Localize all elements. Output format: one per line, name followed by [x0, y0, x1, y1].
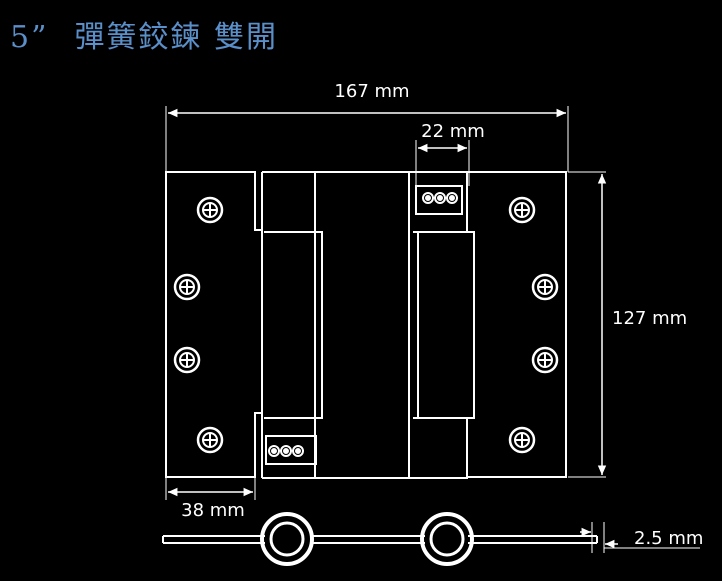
label-height: 127 mm: [612, 308, 687, 329]
profile-barrel-right: [420, 512, 474, 566]
phillips-screw-hole-icon: [508, 196, 536, 224]
phillips-screw-hole-icon: [196, 426, 224, 454]
left-knuckle-inner: [264, 231, 323, 419]
label-total-width: 167 mm: [334, 81, 409, 102]
phillips-screw-hole-icon: [531, 273, 559, 301]
left-leaf-outline: [165, 171, 263, 478]
page-title: 5” 彈簧鉸鍊 雙開: [10, 18, 304, 58]
right-leaf-outline: [467, 171, 567, 478]
phillips-screw-hole-icon: [508, 426, 536, 454]
right-knuckle-outline: [409, 171, 475, 479]
phillips-screw-hole-icon: [531, 346, 559, 374]
center-barrel: [314, 171, 410, 479]
left-knuckle-outline: [262, 171, 316, 479]
side-profile: [162, 512, 598, 566]
phillips-screw-hole-icon: [196, 196, 224, 224]
label-spring-gap: 22 mm: [421, 121, 485, 142]
left-spring-window: [265, 435, 317, 465]
right-spring-window: [415, 185, 463, 215]
phillips-screw-hole-icon: [173, 273, 201, 301]
screw-holes: [173, 196, 559, 454]
spring-pins: [268, 192, 458, 457]
title-size: 5”: [10, 20, 49, 55]
label-thickness: 2.5 mm: [634, 528, 703, 549]
label-leaf-width: 38 mm: [181, 500, 245, 521]
profile-barrel-left: [260, 512, 314, 566]
phillips-screw-hole-icon: [173, 346, 201, 374]
title-name: 彈簧鉸鍊 雙開: [74, 20, 278, 55]
right-knuckle-inner: [413, 231, 474, 419]
